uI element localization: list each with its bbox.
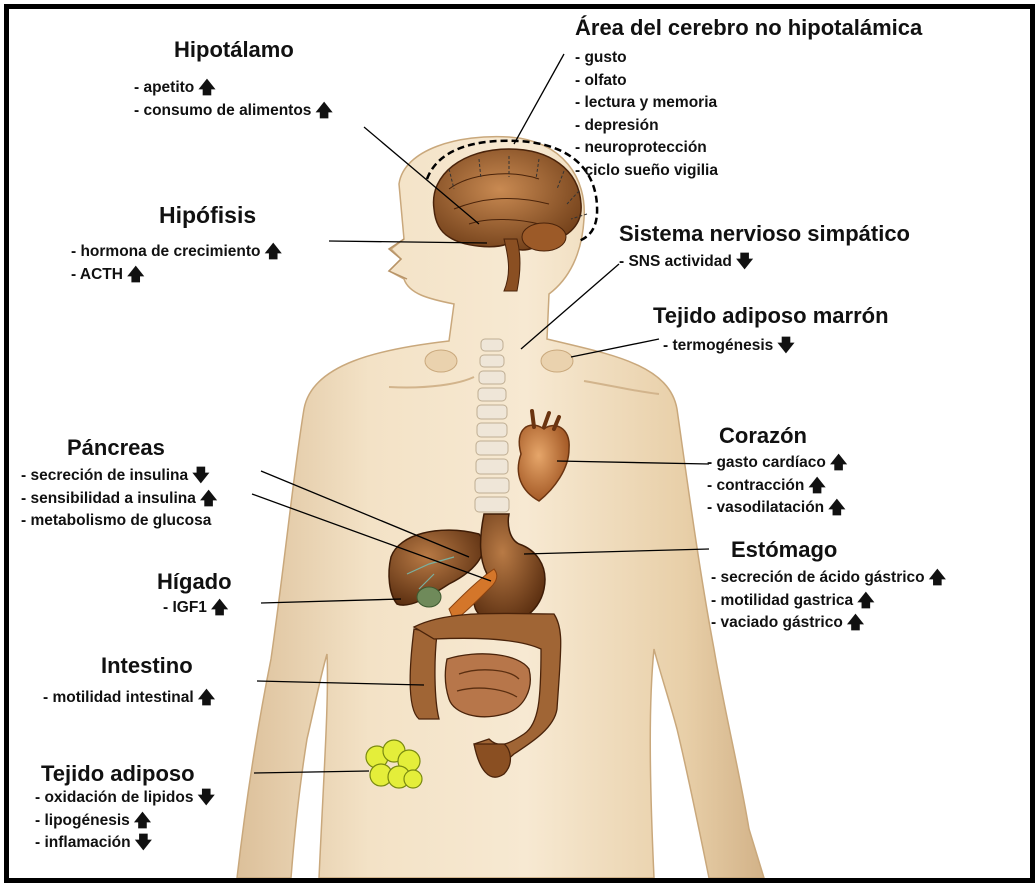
marron-label: Tejido adiposo marrón - termogénesis🡇 [653,303,889,358]
label-item: - motilidad gastrica🡅 [711,590,946,613]
up-arrow-icon: 🡅 [127,264,144,287]
estomago-label: Estómago - secreción de ácido gástrico🡅 … [731,537,946,635]
label-title: Corazón [719,423,847,449]
label-item: - ACTH🡅 [71,264,282,287]
label-title: Tejido adiposo [41,761,215,787]
label-item: - vasodilatación🡅 [707,497,847,520]
label-item: - motilidad intestinal🡅 [43,687,215,710]
label-item: - lipogénesis🡅 [35,810,215,833]
pancreas-label: Páncreas - secreción de insulina🡇 - sens… [67,435,217,533]
label-item: - secreción de insulina🡇 [21,465,217,488]
up-arrow-icon: 🡅 [808,475,825,498]
up-arrow-icon: 🡅 [264,241,281,264]
up-arrow-icon: 🡅 [200,488,217,511]
label-item: - depresión [575,115,922,138]
label-title: Estómago [731,537,946,563]
up-arrow-icon: 🡅 [847,612,864,635]
label-item: - gasto cardíaco🡅 [707,452,847,475]
label-item: - SNS actividad🡇 [619,251,910,274]
up-arrow-icon: 🡅 [198,687,215,710]
label-item: - oxidación de lipidos🡇 [35,787,215,810]
label-item: - metabolismo de glucosa [21,510,217,533]
down-arrow-icon: 🡇 [135,832,152,855]
label-title: Sistema nervioso simpático [619,221,910,247]
label-item: - neuroprotección [575,137,922,160]
label-item: - termogénesis🡇 [663,335,889,358]
diagram-frame: Hipotálamo - apetito🡅 - consumo de alime… [4,4,1035,883]
label-title: Tejido adiposo marrón [653,303,889,329]
label-item: - lectura y memoria [575,92,922,115]
spine [475,339,509,512]
label-item: - ciclo sueño vigilia [575,160,922,183]
up-arrow-icon: 🡅 [211,597,228,620]
down-arrow-icon: 🡇 [736,251,753,274]
down-arrow-icon: 🡇 [197,787,214,810]
label-item: - IGF1🡅 [163,597,232,620]
down-arrow-icon: 🡇 [192,465,209,488]
up-arrow-icon: 🡅 [857,590,874,613]
label-item: - gusto [575,47,922,70]
hipofisis-label: Hipófisis - hormona de crecimiento🡅 - AC… [159,202,282,286]
up-arrow-icon: 🡅 [830,452,847,475]
label-item: - contracción🡅 [707,475,847,498]
up-arrow-icon: 🡅 [315,100,332,123]
label-item: - secreción de ácido gástrico🡅 [711,567,946,590]
hipotalamo-label: Hipotálamo - apetito🡅 - consumo de alime… [174,37,333,122]
label-title: Intestino [101,653,215,679]
label-item: - sensibilidad a insulina🡅 [21,488,217,511]
higado-label: Hígado - IGF1🡅 [157,569,232,620]
up-arrow-icon: 🡅 [134,810,151,833]
up-arrow-icon: 🡅 [929,567,946,590]
cerebro-label: Área del cerebro no hipotalámica - gusto… [575,15,922,182]
up-arrow-icon: 🡅 [198,77,215,100]
corazon-label: Corazón - gasto cardíaco🡅 - contracción🡅… [719,423,847,520]
label-title: Hipotálamo [174,37,333,63]
label-title: Hipófisis [159,202,282,229]
label-item: - apetito🡅 [134,77,333,100]
up-arrow-icon: 🡅 [828,497,845,520]
sns-label: Sistema nervioso simpático - SNS activid… [619,221,910,274]
adiposo-label: Tejido adiposo - oxidación de lipidos🡇 -… [41,761,215,855]
label-item: - hormona de crecimiento🡅 [71,241,282,264]
label-item: - consumo de alimentos🡅 [134,100,333,123]
label-item: - inflamación🡇 [35,832,215,855]
intestino-label: Intestino - motilidad intestinal🡅 [101,653,215,710]
label-title: Hígado [157,569,232,595]
label-title: Páncreas [67,435,217,461]
down-arrow-icon: 🡇 [777,335,794,358]
label-title: Área del cerebro no hipotalámica [575,15,922,41]
label-item: - olfato [575,70,922,93]
label-item: - vaciado gástrico🡅 [711,612,946,635]
